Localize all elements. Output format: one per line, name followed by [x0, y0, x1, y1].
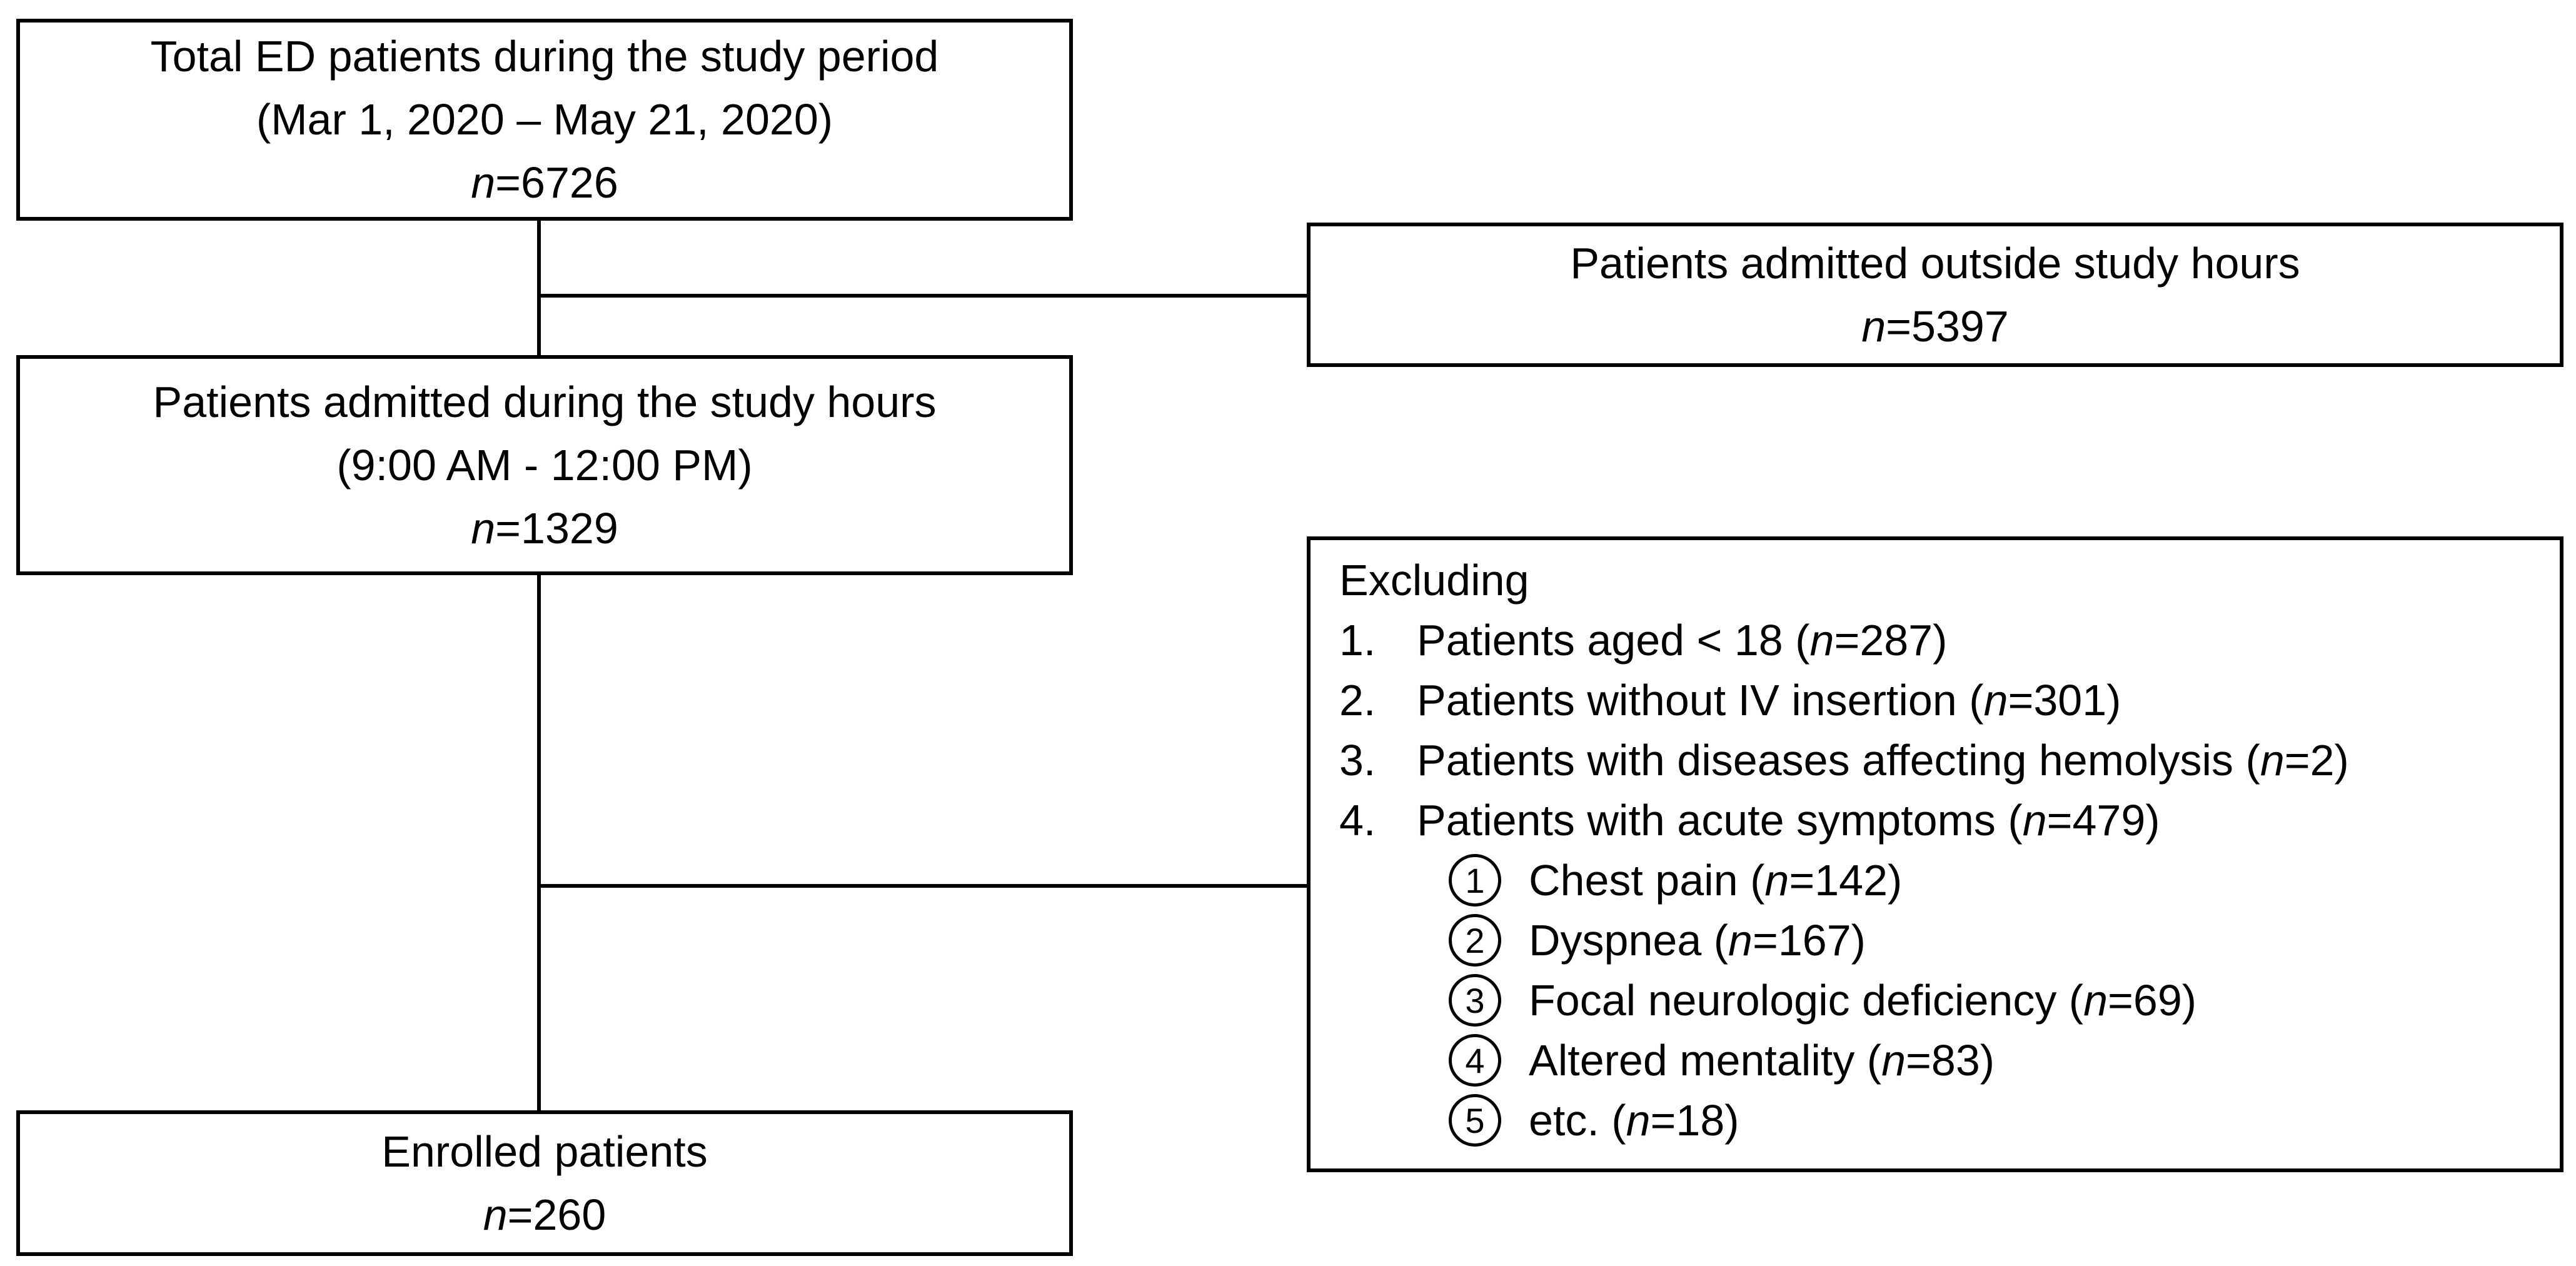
item-number: 1.: [1339, 616, 1376, 665]
n-value: =5397: [1886, 301, 2009, 351]
n-value: =301): [2008, 676, 2121, 725]
exclusion-sub-item-1: 1 Chest pain (n=142): [1449, 850, 2547, 910]
box-total-line1: Total ED patients during the study perio…: [150, 32, 939, 81]
box-total-line2: (Mar 1, 2020 – May 21, 2020): [256, 95, 833, 144]
circled-number-icon: 1: [1449, 854, 1501, 907]
item-text: Altered mentality (: [1529, 1036, 1882, 1085]
n-symbol: n: [1764, 856, 1789, 905]
sub-item-text: Altered mentality (n=83): [1529, 1035, 1995, 1085]
box-outside-study-hours: Patients admitted outside study hours n=…: [1307, 223, 2563, 367]
n-symbol: n: [2022, 796, 2047, 845]
n-symbol: n: [2260, 736, 2285, 785]
n-symbol: n: [471, 158, 496, 207]
n-symbol: n: [1861, 301, 1886, 351]
exclusion-item-3: 3. Patients with diseases affecting hemol…: [1339, 730, 2547, 790]
n-value: =69): [2108, 976, 2197, 1025]
circled-number-icon: 4: [1449, 1034, 1501, 1087]
item-text: Chest pain (: [1529, 856, 1765, 905]
exclusion-sub-item-4: 4 Altered mentality (n=83): [1449, 1030, 2547, 1090]
box-during-study-hours: Patients admitted during the study hours…: [16, 355, 1073, 575]
exclusion-sub-item-3: 3 Focal neurologic deficiency (n=69): [1449, 970, 2547, 1030]
n-value: =287): [1834, 616, 1948, 665]
item-number: 2.: [1339, 676, 1376, 725]
box-outside-line1: Patients admitted outside study hours: [1570, 238, 2300, 288]
n-value: =260: [507, 1190, 606, 1239]
box-enrolled-count: n=260: [20, 1183, 1069, 1247]
box-total-ed-patients: Total ED patients during the study perio…: [16, 19, 1073, 221]
n-symbol: n: [471, 503, 496, 553]
n-symbol: n: [2083, 976, 2108, 1025]
connector-branch-outside-hours: [537, 294, 1307, 298]
box-enrolled-patients: Enrolled patients n=260: [16, 1110, 1073, 1256]
sub-item-text: etc. (n=18): [1529, 1095, 1739, 1145]
item-text: Focal neurologic deficiency (: [1529, 976, 2084, 1025]
exclusions-title: Excluding: [1339, 556, 1529, 605]
n-value: =479): [2046, 796, 2160, 845]
exclusion-sub-item-5: 5 etc. (n=18): [1449, 1090, 2547, 1150]
n-symbol: n: [483, 1190, 508, 1239]
n-value: =6726: [495, 158, 618, 207]
n-symbol: n: [1626, 1096, 1651, 1145]
box-during-line1: Patients admitted during the study hours: [153, 377, 937, 426]
n-value: =1329: [495, 503, 618, 553]
item-number: 3.: [1339, 736, 1376, 785]
n-value: =18): [1650, 1096, 1739, 1145]
item-text: Patients with acute symptoms (: [1417, 796, 2023, 845]
connector-branch-excluding: [537, 884, 1307, 888]
n-value: =167): [1752, 916, 1866, 965]
exclusion-item-1: 1. Patients aged < 18 (n=287): [1339, 610, 2547, 670]
item-text: Patients aged < 18 (: [1417, 616, 1810, 665]
item-text: etc. (: [1529, 1096, 1626, 1145]
n-symbol: n: [1881, 1036, 1906, 1085]
n-symbol: n: [1809, 616, 1834, 665]
n-symbol: n: [1983, 676, 2008, 725]
item-text: Patients without IV insertion (: [1417, 676, 1984, 725]
circled-number-icon: 5: [1449, 1094, 1501, 1147]
connector-during-to-enrolled: [537, 575, 541, 1110]
box-during-line2: (9:00 AM - 12:00 PM): [336, 440, 753, 490]
box-enrolled-line1: Enrolled patients: [381, 1127, 708, 1176]
circled-number-icon: 2: [1449, 914, 1501, 967]
exclusion-item-4: 4. Patients with acute symptoms (n=479): [1339, 790, 2547, 850]
n-value: =83): [1906, 1036, 1995, 1085]
item-text: Patients with diseases affecting hemolys…: [1417, 736, 2260, 785]
circled-number-icon: 3: [1449, 974, 1501, 1027]
box-total-count: n=6726: [20, 151, 1069, 214]
box-during-count: n=1329: [20, 497, 1069, 560]
sub-item-text: Chest pain (n=142): [1529, 855, 1902, 905]
box-outside-count: n=5397: [1311, 295, 2560, 358]
exclusion-item-2: 2. Patients without IV insertion (n=301): [1339, 670, 2547, 730]
sub-item-text: Focal neurologic deficiency (n=69): [1529, 975, 2196, 1025]
item-text: Dyspnea (: [1529, 916, 1729, 965]
n-value: =2): [2284, 736, 2349, 785]
box-exclusions: Excluding 1.Patients aged < 18 (n=287) 2…: [1307, 536, 2563, 1172]
n-value: =142): [1789, 856, 1903, 905]
item-number: 4.: [1339, 796, 1376, 845]
sub-item-text: Dyspnea (n=167): [1529, 915, 1866, 965]
exclusion-sub-item-2: 2 Dyspnea (n=167): [1449, 910, 2547, 970]
connector-total-to-during: [537, 221, 541, 355]
n-symbol: n: [1728, 916, 1753, 965]
